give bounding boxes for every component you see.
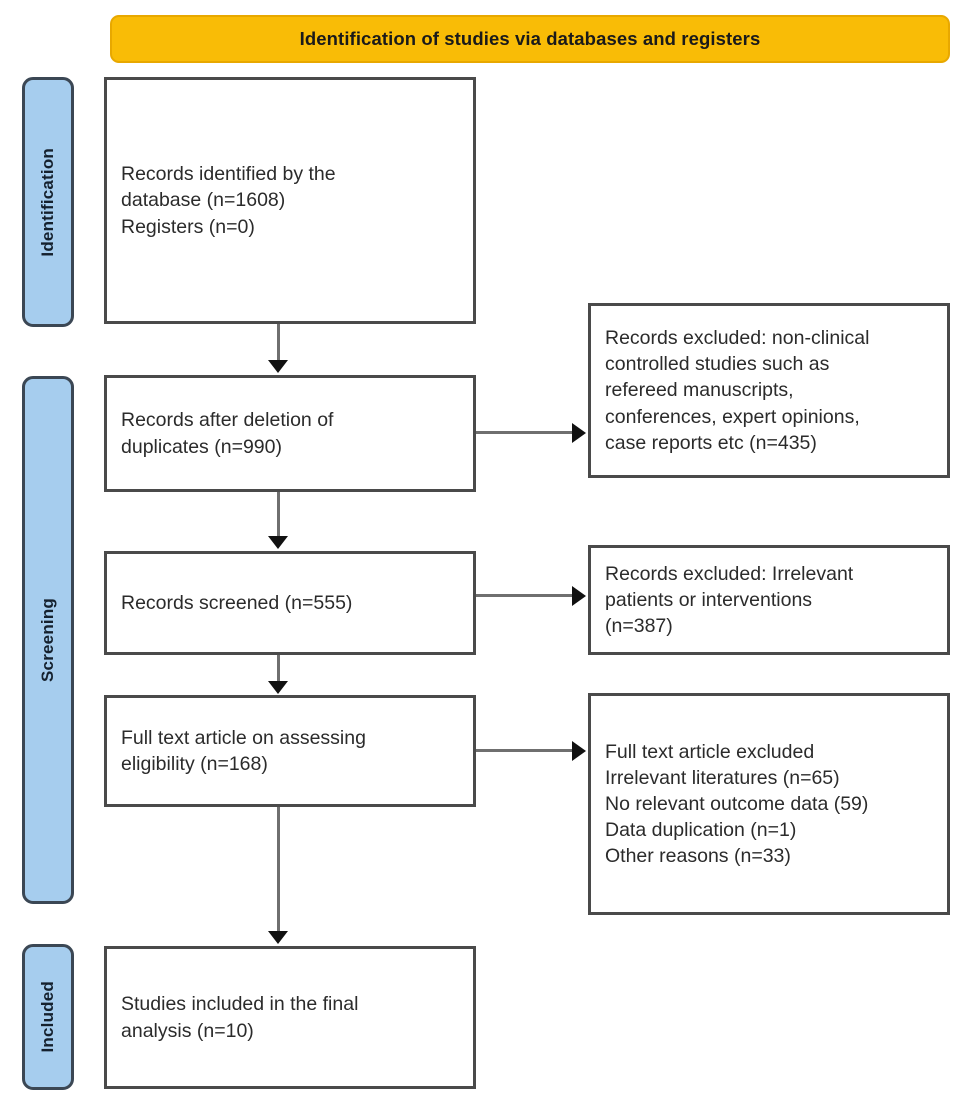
exclusion-box-fulltext-excluded: Full text article excluded Irrelevant li…	[588, 693, 950, 915]
flow-box-records-identified: Records identified by the database (n=16…	[104, 77, 476, 324]
diagram-title-banner: Identification of studies via databases …	[110, 15, 950, 63]
connector-screened-to-fulltext	[277, 655, 280, 683]
flow-box-records-after-duplicates-text: Records after deletion of duplicates (n=…	[121, 409, 334, 458]
exclusion-box-irrelevant-patients-text: Records excluded: Irrelevant patients or…	[605, 562, 854, 638]
stage-tab-identification: Identification	[22, 77, 74, 327]
stage-tab-screening: Screening	[22, 376, 74, 904]
connector-fulltext-to-included	[277, 807, 280, 933]
stage-tab-included: Included	[22, 944, 74, 1090]
flow-box-fulltext-eligibility: Full text article on assessing eligibili…	[104, 695, 476, 807]
arrowhead-down-icon	[268, 681, 288, 694]
stage-tab-screening-label: Screening	[38, 598, 57, 682]
flow-box-fulltext-eligibility-text: Full text article on assessing eligibili…	[121, 726, 366, 775]
stage-tab-identification-label: Identification	[38, 147, 57, 257]
arrowhead-right-icon	[572, 741, 586, 761]
flow-box-records-screened-text: Records screened (n=555)	[121, 591, 353, 614]
flow-box-records-after-duplicates: Records after deletion of duplicates (n=…	[104, 375, 476, 492]
flow-box-records-screened: Records screened (n=555)	[104, 551, 476, 655]
exclusion-box-non-clinical-text: Records excluded: non-clinical controlle…	[605, 327, 870, 454]
connector-identified-to-duplicates	[277, 324, 280, 362]
stage-tab-included-label: Included	[38, 981, 57, 1053]
connector-fulltext-to-exclusion-3	[476, 749, 574, 752]
exclusion-box-non-clinical: Records excluded: non-clinical controlle…	[588, 303, 950, 478]
arrowhead-right-icon	[572, 423, 586, 443]
arrowhead-down-icon	[268, 931, 288, 944]
exclusion-box-fulltext-excluded-text: Full text article excluded Irrelevant li…	[605, 740, 869, 868]
arrowhead-right-icon	[572, 586, 586, 606]
arrowhead-down-icon	[268, 360, 288, 373]
arrowhead-down-icon	[268, 536, 288, 549]
connector-screened-to-exclusion-2	[476, 594, 574, 597]
connector-duplicates-to-exclusion-1	[476, 431, 574, 434]
flow-box-studies-included: Studies included in the final analysis (…	[104, 946, 476, 1089]
connector-duplicates-to-screened	[277, 492, 280, 538]
diagram-title-text: Identification of studies via databases …	[299, 28, 761, 49]
flow-box-records-identified-text: Records identified by the database (n=16…	[121, 163, 336, 238]
exclusion-box-irrelevant-patients: Records excluded: Irrelevant patients or…	[588, 545, 950, 655]
flow-box-studies-included-text: Studies included in the final analysis (…	[121, 993, 359, 1042]
